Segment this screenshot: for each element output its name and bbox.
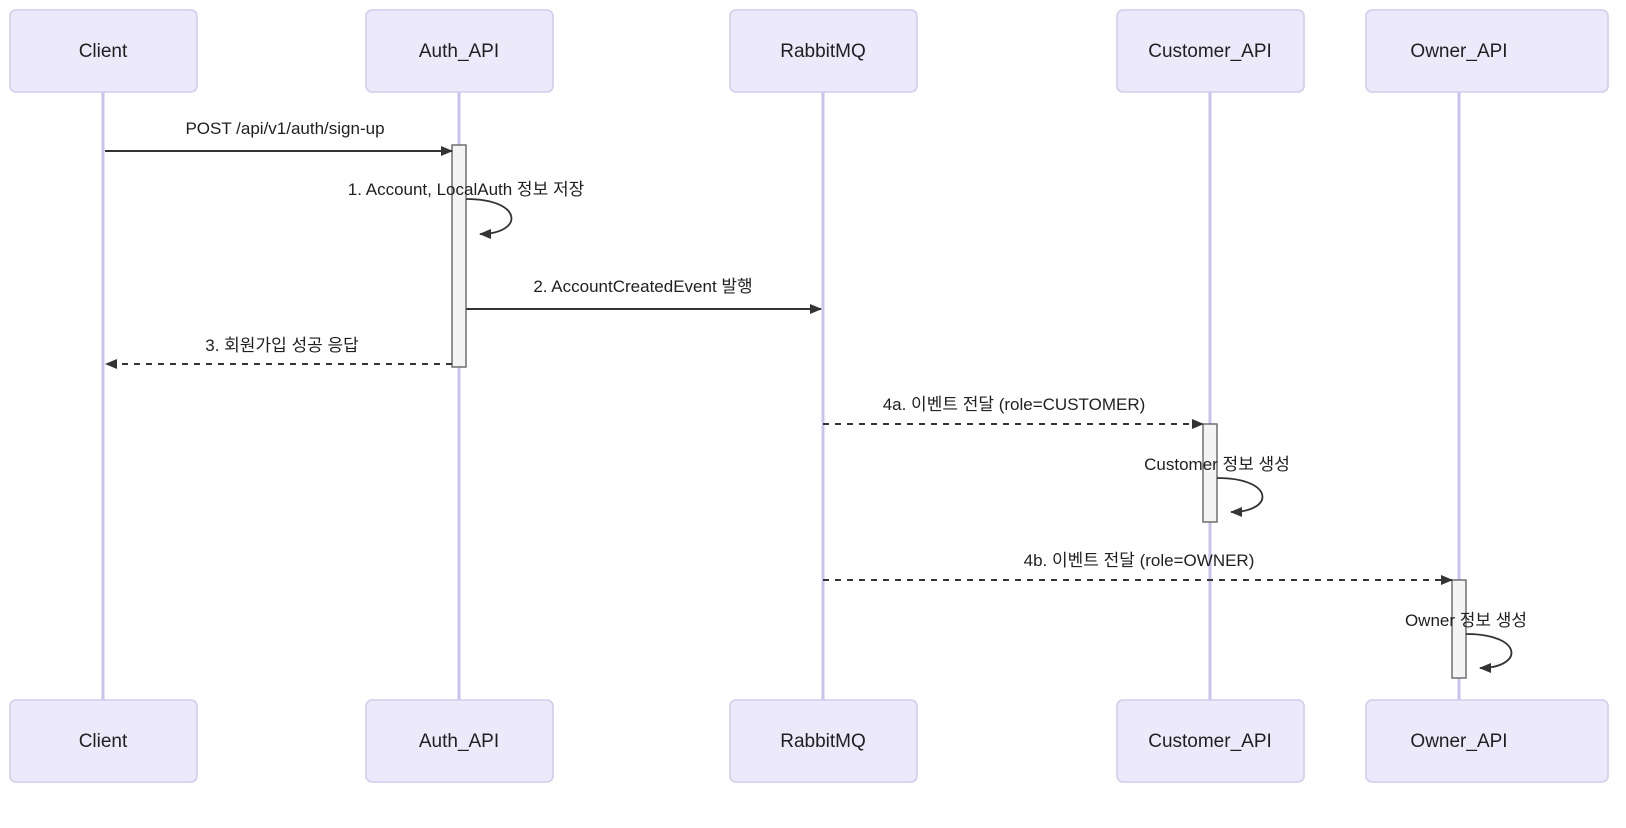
participant-label-customer_api: Customer_API (1148, 731, 1272, 752)
participant-box-customer_api (1116, 699, 1305, 783)
message-label-m8: Owner 정보 생성 (1405, 611, 1527, 630)
activations-layer (451, 144, 1467, 679)
participant-label-client: Client (79, 731, 128, 752)
auth-activation (451, 144, 467, 368)
participants-top-layer: Client Auth_API RabbitMQ Customer_API Owner_… (9, 9, 1609, 93)
participant-client-top[interactable]: Client (9, 9, 198, 93)
message-label-m1: POST /api/v1/auth/sign-up (185, 119, 384, 138)
message-label-m4: 3. 회원가입 성공 응답 (205, 336, 359, 355)
participant-label-rabbitmq: RabbitMQ (780, 41, 866, 62)
self-loop-arrow-m6 (1216, 477, 1264, 517)
participant-owner_api-top[interactable]: Owner_API (1365, 9, 1609, 93)
participant-label-owner_api: Owner_API (1410, 731, 1507, 752)
participant-auth_api-bottom[interactable]: Auth_API (365, 699, 554, 783)
message-label-m7: 4b. 이벤트 전달 (role=OWNER) (1024, 551, 1255, 570)
message-m5[interactable]: 4a. 이벤트 전달 (role=CUSTOMER) (823, 395, 1204, 429)
message-label-m3: 2. AccountCreatedEvent 발행 (533, 277, 752, 296)
participant-label-auth_api: Auth_API (419, 41, 499, 62)
participant-owner_api-bottom[interactable]: Owner_API (1365, 699, 1609, 783)
participant-box-rabbitmq (729, 9, 918, 93)
participant-label-auth_api: Auth_API (419, 731, 499, 752)
participant-customer_api-bottom[interactable]: Customer_API (1116, 699, 1305, 783)
message-label-m5: 4a. 이벤트 전달 (role=CUSTOMER) (883, 395, 1146, 414)
message-m6[interactable]: Customer 정보 생성 (1144, 455, 1290, 517)
message-m4[interactable]: 3. 회원가입 성공 응답 (105, 336, 452, 369)
participant-label-owner_api: Owner_API (1410, 41, 1507, 62)
participant-box-owner_api (1365, 699, 1609, 783)
participant-rabbitmq-top[interactable]: RabbitMQ (729, 9, 918, 93)
messages-layer: POST /api/v1/auth/sign-up 1. Account, Loc… (105, 119, 1527, 673)
participant-rabbitmq-bottom[interactable]: RabbitMQ (729, 699, 918, 783)
customer-activation (1202, 423, 1218, 523)
message-m7[interactable]: 4b. 이벤트 전달 (role=OWNER) (823, 551, 1453, 585)
participant-box-owner_api (1365, 9, 1609, 93)
participant-box-auth_api (365, 699, 554, 783)
message-m1[interactable]: POST /api/v1/auth/sign-up (105, 119, 453, 156)
participant-box-auth_api (365, 9, 554, 93)
message-m3[interactable]: 2. AccountCreatedEvent 발행 (466, 277, 822, 314)
participant-client-bottom[interactable]: Client (9, 699, 198, 783)
message-label-m2: 1. Account, LocalAuth 정보 저장 (348, 180, 585, 199)
self-loop-arrow-m8 (1465, 633, 1513, 673)
participant-label-customer_api: Customer_API (1148, 41, 1272, 62)
message-m2[interactable]: 1. Account, LocalAuth 정보 저장 (348, 180, 585, 239)
participant-customer_api-top[interactable]: Customer_API (1116, 9, 1305, 93)
participant-box-customer_api (1116, 9, 1305, 93)
lifelines-layer (101, 92, 1461, 700)
participant-auth_api-top[interactable]: Auth_API (365, 9, 554, 93)
participant-box-rabbitmq (729, 699, 918, 783)
participant-label-rabbitmq: RabbitMQ (780, 731, 866, 752)
message-label-m6: Customer 정보 생성 (1144, 455, 1290, 474)
owner-activation (1451, 579, 1467, 679)
self-loop-arrow-m2 (465, 198, 513, 239)
participant-box-client (9, 699, 198, 783)
participants-bottom-layer: Client Auth_API RabbitMQ Customer_API Owner_… (9, 699, 1609, 783)
message-m8[interactable]: Owner 정보 생성 (1405, 611, 1527, 673)
participant-label-client: Client (79, 41, 128, 62)
participant-box-client (9, 9, 198, 93)
